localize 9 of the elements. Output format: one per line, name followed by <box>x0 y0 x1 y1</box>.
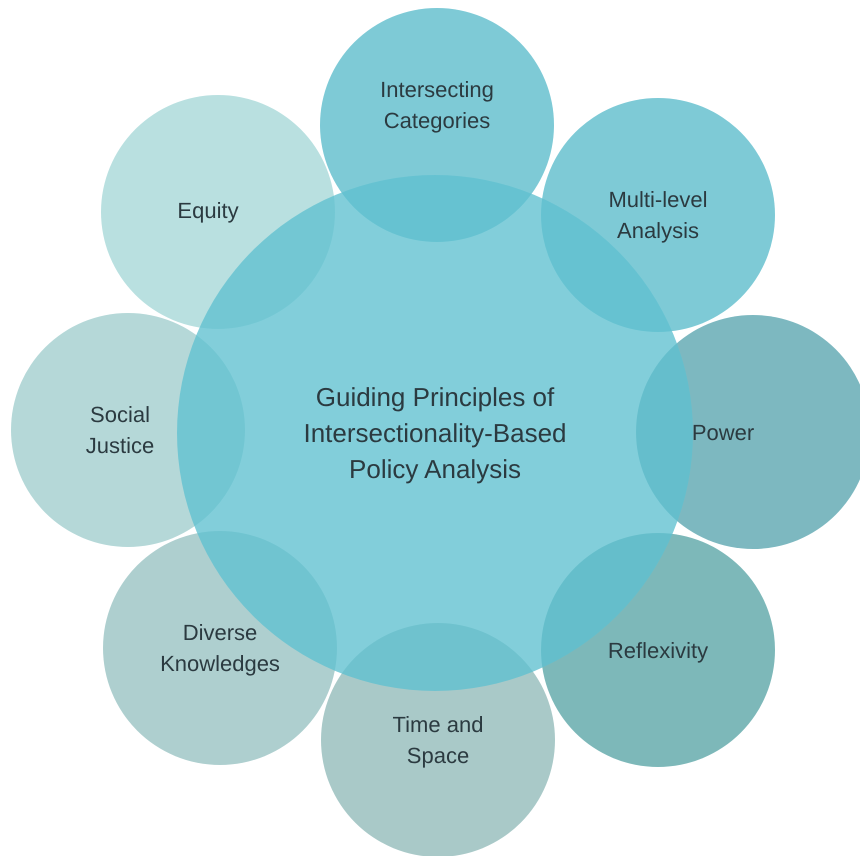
principle-label: Multi-level Analysis <box>607 186 709 245</box>
principle-label: Power <box>692 418 754 446</box>
principle-label: Social Justice <box>84 401 156 460</box>
principle-label: Reflexivity <box>608 636 708 665</box>
principle-label: Diverse Knowledges <box>159 619 281 678</box>
principle-label: Intersecting Categories <box>379 76 495 135</box>
center-title: Guiding Principles of Intersectionality-Based Policy Analysis <box>302 381 568 486</box>
principle-label: Equity <box>177 196 239 225</box>
principle-label: Time and Space <box>392 711 484 770</box>
